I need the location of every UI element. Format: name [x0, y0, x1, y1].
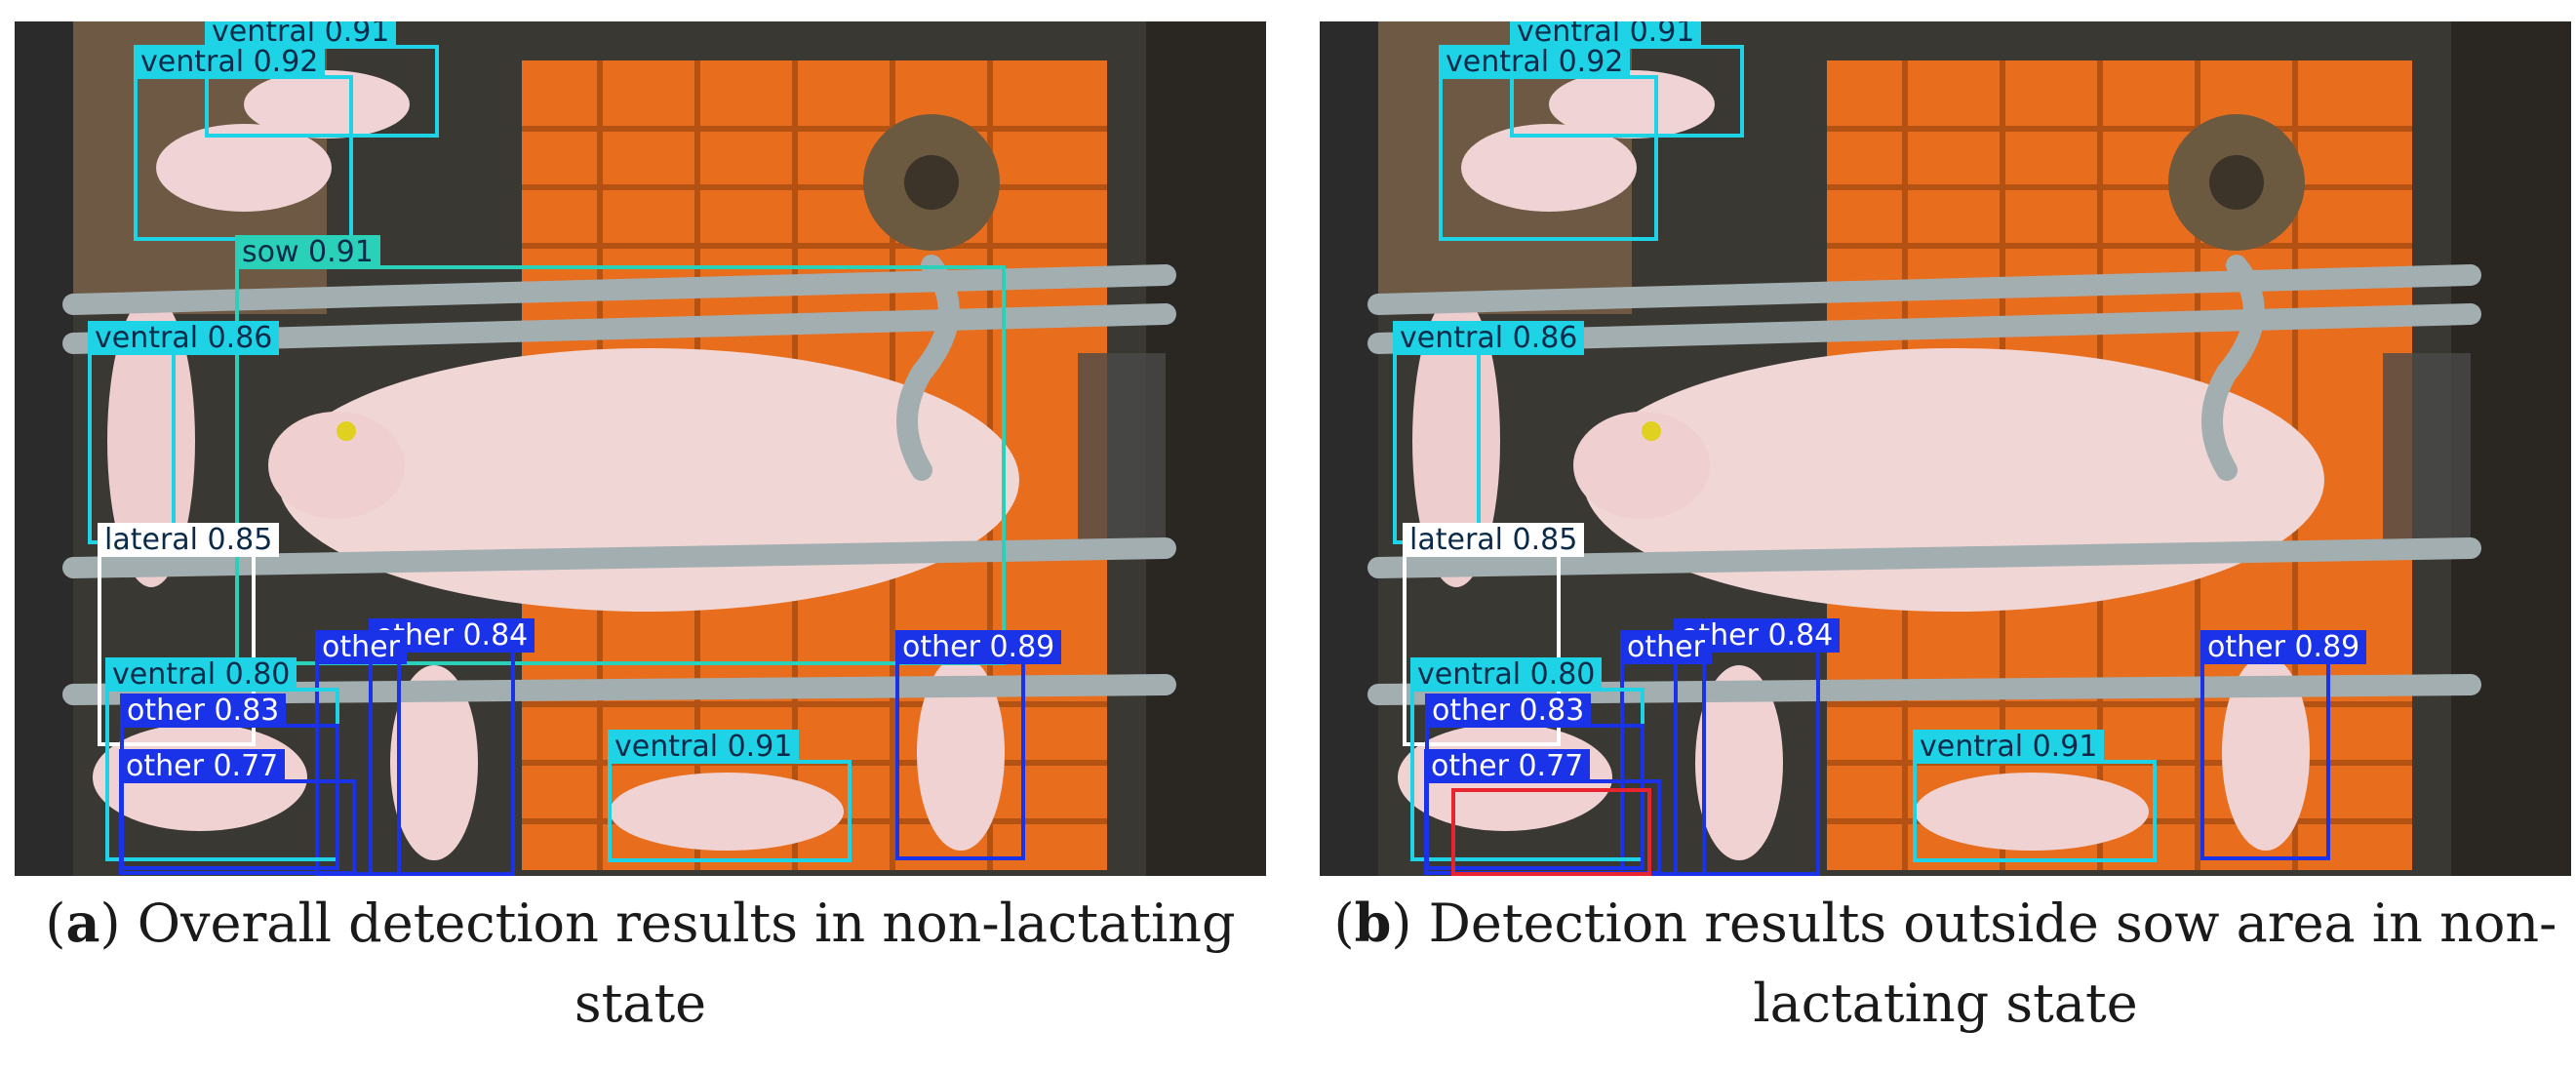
caption-a: (a) Overall detection results in non-lac… — [45, 892, 1236, 1034]
detection-label: lateral 0.85 — [1403, 523, 1585, 557]
detection-box: lateral 0.85 — [98, 523, 280, 746]
detection-overlay: ventral 0.91 ventral 0.92 ventral 0.86 l… — [1320, 21, 2571, 876]
detection-box: ventral 0.91 — [205, 21, 439, 138]
detection-box: ventral 0.92 — [1439, 45, 1658, 241]
detection-box: sow 0.91 — [235, 235, 1006, 665]
detection-label: lateral 0.85 — [98, 523, 280, 557]
detection-box: ventral 0.80 — [1410, 657, 1645, 861]
caption-letter: b — [1354, 892, 1392, 954]
detection-box: other 0.89 — [2200, 630, 2367, 860]
detection-label: ventral 0.80 — [105, 657, 297, 692]
detection-box: other — [315, 630, 407, 876]
detection-label: ventral 0.86 — [88, 321, 280, 355]
detection-box: ventral 0.86 — [1393, 321, 1585, 544]
caption-letter: a — [65, 892, 100, 954]
detection-label: other 0.83 — [120, 694, 287, 728]
detection-label: other 0.89 — [895, 630, 1062, 664]
detection-box: ventral 0.92 — [134, 45, 353, 241]
detection-label: other — [1620, 630, 1712, 664]
detection-label: ventral 0.91 — [1510, 21, 1702, 49]
detection-box: lateral 0.85 — [1403, 523, 1585, 746]
detection-label: other 0.83 — [1425, 694, 1592, 728]
detection-label: other — [315, 630, 407, 664]
caption-b: (b) Detection results outside sow area i… — [1333, 892, 2557, 1034]
detection-overlay: ventral 0.91 ventral 0.92 sow 0.91 ventr… — [15, 21, 1266, 876]
detection-label: ventral 0.91 — [205, 21, 397, 49]
highlight-box — [1451, 788, 1651, 876]
detection-box: other 0.77 — [119, 749, 356, 875]
detection-label: other 0.77 — [119, 749, 286, 783]
detection-label: other 0.89 — [2200, 630, 2367, 664]
detection-label: other 0.77 — [1424, 749, 1591, 783]
detection-label: ventral 0.86 — [1393, 321, 1585, 355]
detection-label: ventral 0.91 — [608, 730, 800, 764]
detection-box: ventral 0.91 — [1913, 730, 2157, 862]
detection-label: ventral 0.91 — [1913, 730, 2105, 764]
caption-text: ) Detection results outside sow area in … — [1391, 892, 2557, 1034]
caption-text: ) Overall detection results in non-lacta… — [99, 892, 1236, 1034]
detection-label: ventral 0.92 — [1439, 45, 1631, 79]
panel-a-photo: ventral 0.91 ventral 0.92 sow 0.91 ventr… — [15, 21, 1266, 876]
detection-label: ventral 0.80 — [1410, 657, 1603, 692]
detection-label: ventral 0.92 — [134, 45, 326, 79]
detection-box: other — [1620, 630, 1712, 876]
panel-b-photo: ventral 0.91 ventral 0.92 ventral 0.86 l… — [1320, 21, 2571, 876]
detection-box: other 0.89 — [895, 630, 1062, 860]
detection-label: sow 0.91 — [235, 235, 380, 269]
detection-box: ventral 0.91 — [608, 730, 852, 862]
detection-box: ventral 0.86 — [88, 321, 280, 544]
